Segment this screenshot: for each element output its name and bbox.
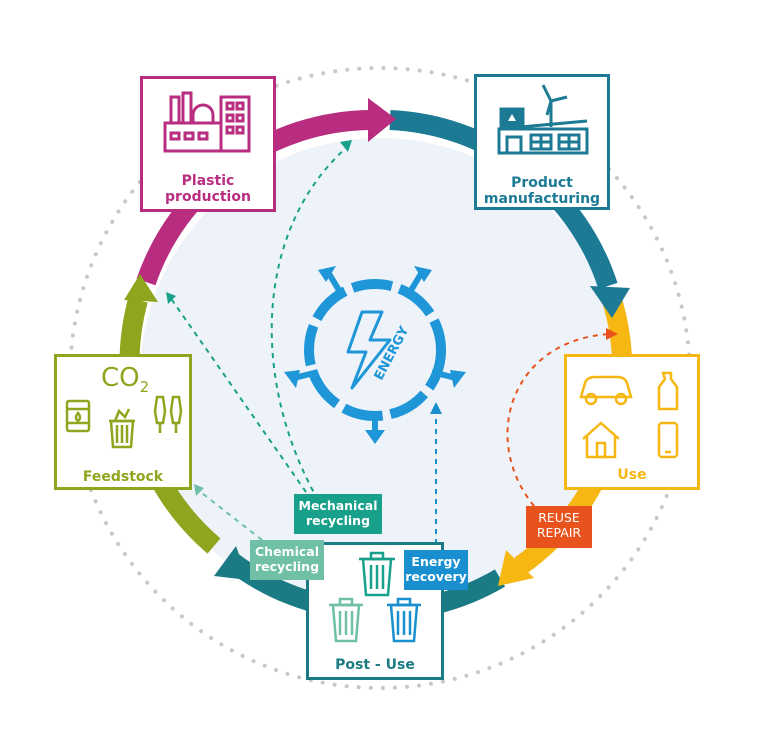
corn-icon (153, 395, 167, 425)
loop-arrowhead-energy (430, 402, 442, 414)
ring-arrowhead-top (368, 98, 396, 142)
loop-arrowhead-reuse (606, 328, 618, 340)
use-icons (579, 371, 679, 459)
stage-use: Use (564, 354, 700, 490)
loop-reuse-to-use (506, 333, 611, 507)
loop-arrowhead-production (340, 140, 352, 152)
feedstock-label: Feedstock (82, 469, 164, 485)
factory-icon (163, 91, 251, 153)
ring-arrowhead-bottom-left (214, 546, 248, 580)
loop-chemical-to-feedstock (197, 489, 263, 541)
wind-factory-icon (497, 84, 589, 155)
energy-hub (284, 266, 466, 444)
loop-arrowhead-chemical (194, 484, 204, 496)
loop-mechanical-to-production (270, 147, 347, 501)
house-icon (582, 421, 620, 459)
bin-energy-icon (387, 597, 421, 643)
bin-chemical-icon (329, 597, 363, 643)
bin-mechanical-icon (359, 551, 395, 597)
center-disc (140, 138, 620, 618)
product-manufacturing-label-1: Product (511, 175, 573, 191)
stage-product-manufacturing: Product manufacturing (474, 74, 610, 210)
bins-icons (329, 551, 421, 643)
post-use-label: Post - Use (335, 657, 415, 673)
tag-energy-recovery: Energy recovery (404, 550, 468, 590)
ring-arrowhead-right (590, 286, 630, 318)
use-label: Use (617, 467, 647, 483)
tag-mechanical-recycling: Mechanical recycling (294, 494, 382, 534)
feedstock-icons (65, 395, 183, 449)
tag-reuse-repair: REUSE REPAIR (526, 506, 592, 548)
stage-feedstock: CO2 Feedstock (54, 354, 192, 490)
oil-barrel-icon (65, 399, 91, 433)
loop-arrowhead-feedstock (166, 292, 176, 304)
co2-label: CO2 (101, 363, 150, 397)
ring-arrowhead-left (124, 274, 158, 302)
ring-arrowhead-bottom-right (498, 550, 534, 586)
plastic-production-label-2: production (165, 189, 251, 205)
car-icon (579, 375, 633, 399)
phone-icon (657, 421, 679, 459)
plastic-production-label-1: Plastic (181, 173, 235, 189)
lightning-icon (346, 310, 392, 390)
stage-plastic-production: Plastic production (140, 76, 276, 212)
product-manufacturing-label-2: manufacturing (483, 191, 601, 207)
tag-chemical-recycling: Chemical recycling (250, 540, 324, 580)
bottle-icon (657, 371, 679, 411)
